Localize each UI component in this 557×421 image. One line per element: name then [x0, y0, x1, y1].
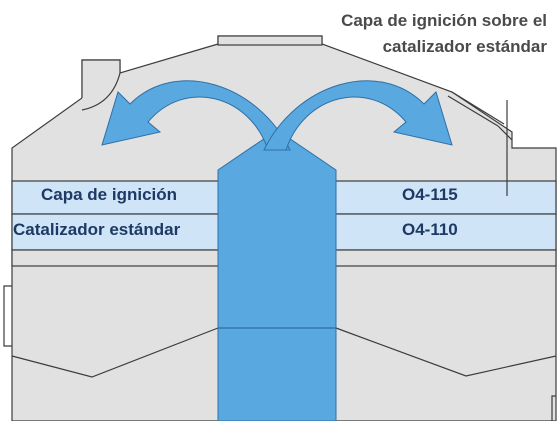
left-wall-notch: [3, 285, 12, 347]
inlet-arrow-icon: [217, 129, 337, 421]
lower-cone-right: [335, 327, 557, 377]
lower-cone-left: [11, 327, 219, 378]
ignition-layer-code: O4-115: [402, 185, 458, 204]
standard-catalyst-code: O4-110: [402, 220, 458, 239]
right-wall-notch: [551, 395, 556, 421]
ignition-layer-label: Capa de ignición: [41, 185, 178, 204]
callout-line-2: catalizador estándar: [382, 37, 547, 56]
top-cap: [217, 35, 323, 46]
callout-label: Capa de ignición sobre el catalizador es…: [341, 8, 547, 60]
flow-arrow-left-icon: [101, 80, 291, 151]
right-flange: [447, 91, 513, 141]
side-nozzle: [81, 59, 121, 111]
callout-line-1: Capa de ignición sobre el: [341, 11, 547, 30]
flow-arrow-right-icon: [263, 80, 453, 151]
standard-catalyst-label: Catalizador estándar: [13, 220, 181, 239]
